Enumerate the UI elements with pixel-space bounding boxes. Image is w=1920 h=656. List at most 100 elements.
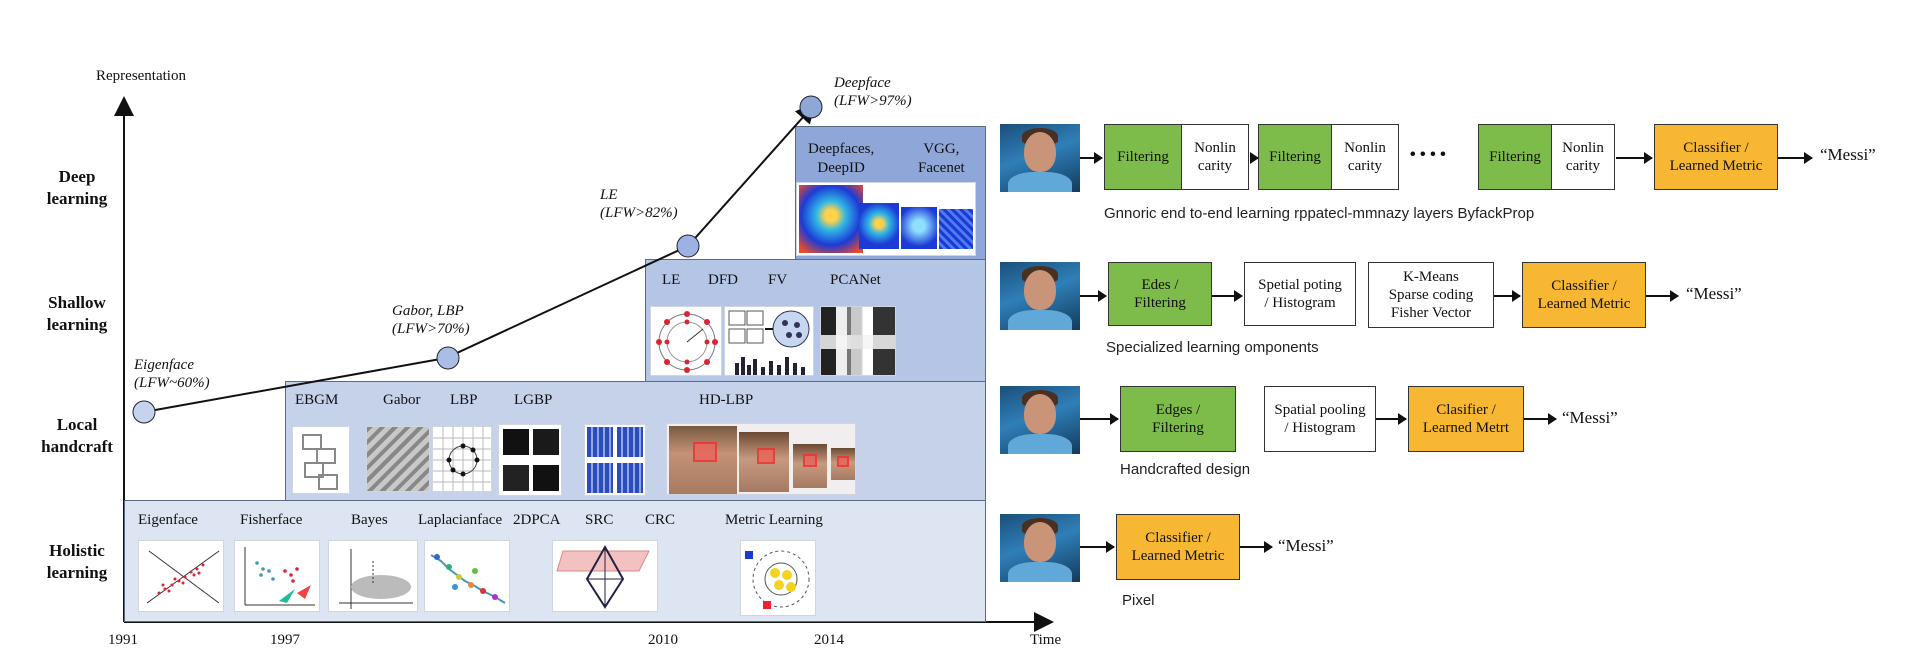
method-lgbp: LGBP <box>514 392 553 408</box>
pcanet-filters-thumbnail <box>820 306 896 376</box>
method-2dpca: 2DPCA <box>513 512 561 528</box>
milestone-gabor-dot <box>436 346 460 370</box>
method-bayes: Bayes <box>351 512 388 528</box>
box-label: Edges / Filtering <box>1152 402 1204 436</box>
hd-lbp-faces-thumbnail <box>666 423 856 495</box>
method-gabor: Gabor <box>383 392 421 408</box>
handcraft-edges-box: Edges / Filtering <box>1120 386 1236 452</box>
dfd-fv-thumbnail <box>724 306 814 376</box>
deep-caption: Gnnoric end to-end learning rppatecl-mmn… <box>1104 205 1535 222</box>
category-shallow-learning: Shallow learning <box>46 293 108 334</box>
year-1997: 1997 <box>270 632 300 648</box>
arrow <box>1646 290 1679 302</box>
handcraft-pooling-box: Spatial pooling / Histogram <box>1264 386 1376 452</box>
ebgm-graph-thumbnail <box>292 426 350 494</box>
laplacianface-thumbnail <box>424 540 510 612</box>
milestone-gabor-label: Gabor, LBP (LFW>70%) <box>392 303 470 337</box>
box-label: Filtering <box>1117 149 1169 165</box>
box-label: Nonlin carity <box>1194 140 1236 174</box>
metric-learning-thumbnail <box>740 540 816 616</box>
shallow-caption: Specialized learning omponents <box>1106 339 1319 356</box>
messi-photo-deep <box>1000 124 1080 192</box>
year-2014: 2014 <box>814 632 844 648</box>
method-crc: CRC <box>645 512 676 528</box>
arrow <box>1240 541 1273 553</box>
lgbp-histogram-thumbnail <box>584 424 646 496</box>
deep-filtering-box-3: Filtering <box>1478 124 1552 190</box>
arrow <box>1494 290 1521 302</box>
box-label: K-Means Sparse coding Fisher Vector <box>1388 269 1474 321</box>
arrow <box>1080 413 1119 425</box>
year-1991: 1991 <box>108 632 138 648</box>
deep-feature-maps-thumbnail <box>796 182 976 256</box>
shallow-pooling-box: Spetial poting / Histogram <box>1244 262 1356 326</box>
arrow <box>1080 290 1107 302</box>
messi-photo-handcraft <box>1000 386 1080 454</box>
box-label: Classifier / Learned Metric <box>1669 140 1763 174</box>
method-hd-lbp: HD-LBP <box>699 392 754 408</box>
handcraft-classifier-box: Clasifier / Learned Metrt <box>1408 386 1524 452</box>
box-label: Nonlin carity <box>1562 140 1604 174</box>
method-ebgm: EBGM <box>295 392 339 408</box>
handcraft-output-label: “Messi” <box>1562 408 1618 427</box>
arrow <box>1778 152 1813 164</box>
milestone-deepface-label: Deepface (LFW>97%) <box>834 75 912 109</box>
src-crc-geometry-thumbnail <box>552 540 658 612</box>
handcraft-caption: Handcrafted design <box>1120 461 1251 478</box>
milestone-eigenface-dot <box>132 400 156 424</box>
box-label: Nonlin carity <box>1344 140 1386 174</box>
deep-nonlinearity-box-3: Nonlin carity <box>1551 124 1615 190</box>
method-dfd: DFD <box>708 272 739 288</box>
shallow-encoding-box: K-Means Sparse coding Fisher Vector <box>1368 262 1494 328</box>
arrow <box>1250 152 1259 164</box>
arrow <box>1616 152 1653 164</box>
deep-nonlinearity-box-2: Nonlin carity <box>1331 124 1399 190</box>
method-le: LE <box>662 272 681 288</box>
shallow-classifier-box: Classifier / Learned Metric <box>1522 262 1646 328</box>
messi-photo-shallow <box>1000 262 1080 330</box>
arrow <box>1080 541 1115 553</box>
progress-line <box>132 95 823 424</box>
gabor-filter-thumbnail <box>366 426 430 492</box>
pixel-caption: Pixel <box>1122 592 1155 609</box>
box-label: Edes / Filtering <box>1134 277 1186 311</box>
box-label: Spetial poting / Histogram <box>1258 277 1342 311</box>
pixel-classifier-box: Classifier / Learned Metric <box>1116 514 1240 580</box>
method-eigenface: Eigenface <box>138 512 198 528</box>
deep-filtering-box-1: Filtering <box>1104 124 1182 190</box>
method-deepfaces-deepid: Deepfaces, DeepID <box>808 141 875 176</box>
fisherface-scatter-thumbnail <box>234 540 320 612</box>
deep-filtering-box-2: Filtering <box>1258 124 1332 190</box>
le-ring-thumbnail <box>650 306 722 376</box>
x-axis-label: Time <box>1030 632 1062 648</box>
method-fisherface: Fisherface <box>240 512 303 528</box>
deep-ellipsis: • • • • <box>1410 146 1446 163</box>
bayes-ellipse-thumbnail <box>328 540 418 612</box>
shallow-edges-box: Edes / Filtering <box>1108 262 1212 326</box>
arrow <box>1376 413 1407 425</box>
box-label: Spatial pooling / Histogram <box>1274 402 1366 436</box>
method-lbp: LBP <box>450 392 478 408</box>
category-holistic-learning: Holistic learning <box>46 541 108 582</box>
box-label: Classifier / Learned Metric <box>1537 278 1631 312</box>
box-label: Clasifier / Learned Metrt <box>1422 402 1510 436</box>
shallow-output-label: “Messi” <box>1686 284 1742 303</box>
deep-nonlinearity-box-1: Nonlin carity <box>1181 124 1249 190</box>
method-pcanet: PCANet <box>830 272 881 288</box>
box-label: Filtering <box>1269 149 1321 165</box>
milestone-le-label: LE (LFW>82%) <box>600 187 678 221</box>
pixel-output-label: “Messi” <box>1278 536 1334 555</box>
messi-photo-pixel <box>1000 514 1080 582</box>
method-metric-learning: Metric Learning <box>725 512 823 528</box>
arrow <box>1080 152 1103 164</box>
box-label: Classifier / Learned Metric <box>1131 530 1225 564</box>
deep-output-label: “Messi” <box>1820 145 1876 164</box>
deep-classifier-box: Classifier / Learned Metric <box>1654 124 1778 190</box>
milestone-deepface-dot <box>799 95 823 119</box>
y-axis-label: Representation <box>96 68 186 84</box>
milestone-le-dot <box>676 234 700 258</box>
method-src: SRC <box>585 512 614 528</box>
milestone-eigenface-label: Eigenface (LFW~60%) <box>134 357 210 391</box>
lgbp-maps-thumbnail <box>498 424 562 496</box>
year-2010: 2010 <box>648 632 678 648</box>
